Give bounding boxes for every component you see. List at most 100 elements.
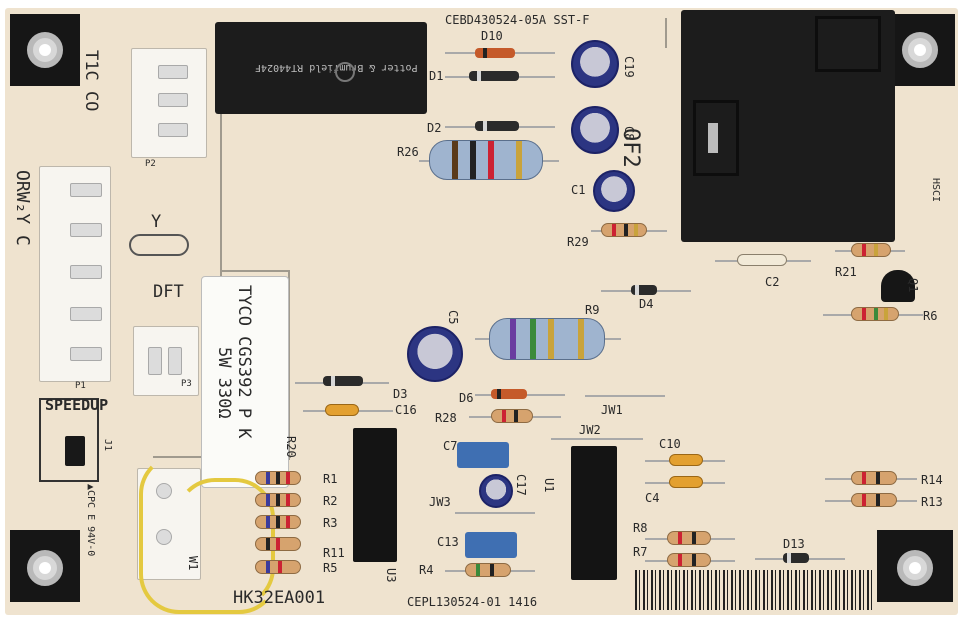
label-c1: C1 <box>571 183 586 197</box>
resistor-r1 <box>255 471 301 485</box>
resistor-r11 <box>255 537 301 551</box>
capacitor-c2 <box>737 254 787 266</box>
power-resistor-line2: 5W 330Ω <box>214 347 234 419</box>
jumper-wire-jw2 <box>551 438 643 440</box>
label-r28: R28 <box>435 411 457 425</box>
diode-d2 <box>475 121 519 131</box>
connector-pin <box>70 183 102 197</box>
resistor-r3 <box>255 515 301 529</box>
spade-terminal <box>708 123 718 153</box>
jumper-j1[interactable] <box>65 436 85 466</box>
speedup-box <box>39 398 99 482</box>
relay-large <box>681 10 895 242</box>
label-p2: P2 <box>145 159 156 169</box>
label-dft: DFT <box>153 282 184 302</box>
mounting-pad-bottom-right <box>877 530 953 602</box>
resistor-r6 <box>851 307 899 321</box>
label-c19: C19 <box>622 56 636 78</box>
label-jw1: JW1 <box>601 403 623 417</box>
cert-label: HSCI <box>930 178 941 203</box>
label-q1: Q1 <box>906 278 920 293</box>
diode-d13 <box>783 553 809 563</box>
diode-d4 <box>631 285 657 295</box>
mounting-hole <box>902 32 938 68</box>
connector-pin <box>70 307 102 321</box>
label-d3: D3 <box>393 387 408 401</box>
label-r3: R3 <box>323 516 338 530</box>
resistor-r14 <box>851 471 897 485</box>
label-c5: C5 <box>446 310 460 325</box>
trace <box>220 36 222 456</box>
connector-pin <box>158 65 188 79</box>
resistor-r9 <box>489 318 605 360</box>
jumper-y[interactable] <box>129 234 189 256</box>
label-speedup: SPEEDUP <box>45 396 109 414</box>
capacitor-c8 <box>571 106 619 154</box>
label-u1: U1 <box>542 478 556 493</box>
connector-pin <box>148 347 162 375</box>
relay-indicator <box>335 62 355 82</box>
label-j1: J1 <box>102 438 114 452</box>
capacitor-c13 <box>465 532 517 558</box>
connector-pin <box>158 93 188 107</box>
label-t1c-co: T1C CO <box>81 50 101 112</box>
resistor-r26 <box>429 140 543 180</box>
connector-pin <box>168 347 182 375</box>
label-c2: C2 <box>765 275 780 289</box>
label-c13: C13 <box>437 535 459 549</box>
label-c16: C16 <box>395 403 417 417</box>
trace <box>288 270 290 460</box>
mounting-pad-top-right <box>885 14 955 86</box>
connector-p1[interactable] <box>39 166 111 382</box>
label-c8: C8 <box>622 126 636 141</box>
label-r1: R1 <box>323 472 338 486</box>
diode-d3 <box>323 376 363 386</box>
label-c7: C7 <box>443 439 458 453</box>
relay-terminal <box>815 16 881 72</box>
label-cpc: ▲CPC E 94V-0 <box>85 484 96 557</box>
diode-d6 <box>491 389 527 399</box>
label-d2: D2 <box>427 121 442 135</box>
label-c4: C4 <box>645 491 660 505</box>
label-jw2: JW2 <box>579 423 601 437</box>
label-r26: R26 <box>397 145 419 159</box>
label-r11: R11 <box>323 546 345 560</box>
diode-d1 <box>469 71 519 81</box>
trace <box>665 18 667 48</box>
label-r7: R7 <box>633 545 648 559</box>
label-jw3: JW3 <box>429 495 451 509</box>
label-orw2y-c: ORW₂Y C <box>12 170 33 246</box>
ic-u3 <box>353 428 397 562</box>
label-r13: R13 <box>921 495 943 509</box>
mounting-hole <box>27 32 63 68</box>
resistor-r8 <box>667 531 711 545</box>
connector-pin <box>70 347 102 361</box>
resistor-r13 <box>851 493 897 507</box>
resistor-r4 <box>465 563 511 577</box>
label-d4: D4 <box>639 297 654 311</box>
connector-p3[interactable] <box>133 326 199 396</box>
label-r4: R4 <box>419 563 434 577</box>
jumper-wire-jw1 <box>585 395 665 397</box>
label-r9: R9 <box>585 303 600 317</box>
label-u3: U3 <box>384 568 398 583</box>
circuit-board: CEBD430524-05A SST-F Potter & Brumfield … <box>5 8 958 615</box>
ic-u1 <box>571 446 617 580</box>
label-r21: R21 <box>835 265 857 279</box>
label-r8: R8 <box>633 521 648 535</box>
connector-p2[interactable] <box>131 48 207 158</box>
mounting-hole <box>27 550 63 586</box>
label-r20: R20 <box>284 436 298 458</box>
diode-d10 <box>475 48 515 58</box>
relay-terminal <box>693 100 739 176</box>
power-resistor-line1: TYCO CGS392 P K <box>234 285 254 439</box>
resistor-r29 <box>601 223 647 237</box>
capacitor-c10 <box>669 454 703 466</box>
label-d1: D1 <box>429 69 444 83</box>
capacitor-c19 <box>571 40 619 88</box>
label-p3: P3 <box>181 379 192 389</box>
capacitor-c7 <box>457 442 509 468</box>
capacitor-c1 <box>593 170 635 212</box>
board-code-top: CEBD430524-05A SST-F <box>445 13 590 27</box>
label-c10: C10 <box>659 437 681 451</box>
